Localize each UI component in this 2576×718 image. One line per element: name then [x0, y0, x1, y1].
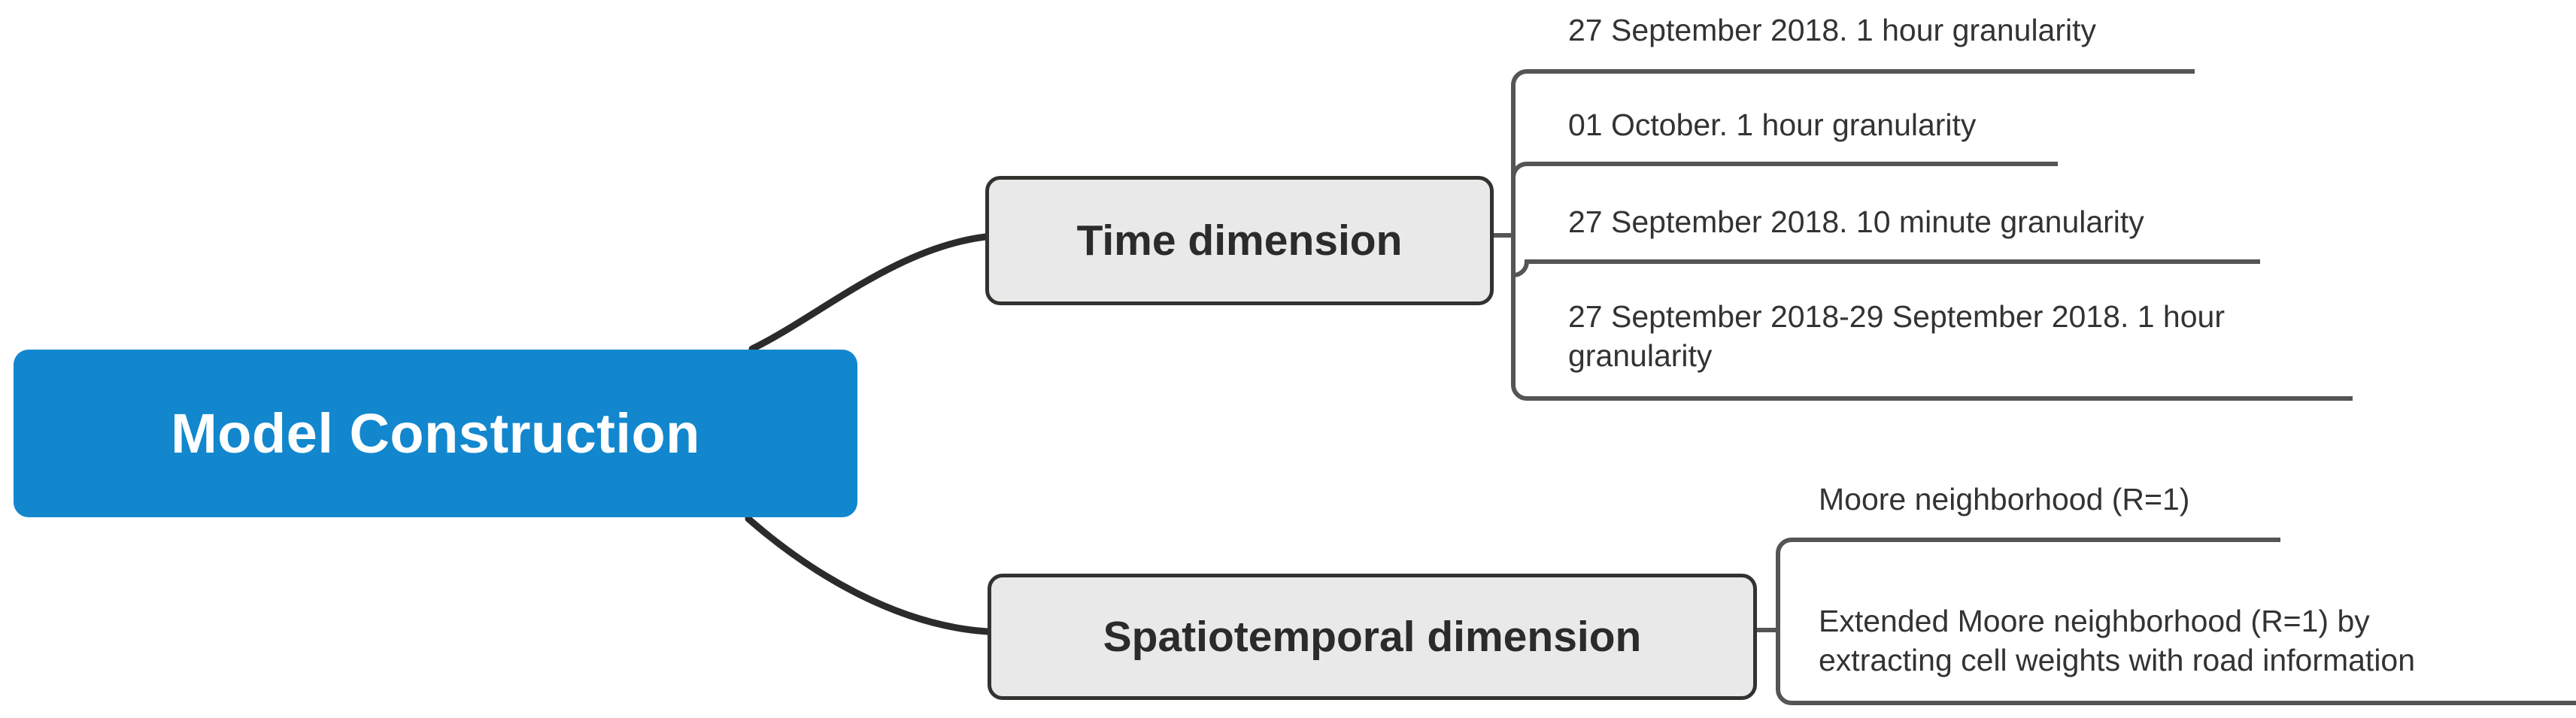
connector-root-to-spatiotemporal: [745, 515, 991, 635]
branch-node-label-time-dimension: Time dimension: [1076, 217, 1403, 265]
leaf-underline-spatiotemporal-1: [1776, 538, 2280, 554]
root-node-model-construction[interactable]: Model Construction: [14, 350, 857, 517]
leaf-underline-time-1: [1511, 69, 2195, 86]
leaf-underline-time-2: [1511, 162, 2058, 178]
leaf-label-spatiotemporal-2[interactable]: Extended Moore neighborhood (R=1) by ext…: [1819, 604, 2416, 677]
branch-node-spatiotemporal-dimension[interactable]: Spatiotemporal dimension: [988, 574, 1757, 700]
root-node-label: Model Construction: [171, 402, 700, 465]
leaf-underline-time-3: [1513, 259, 2260, 277]
leaf-underline-time-4: [1511, 384, 2353, 401]
leaf-label-spatiotemporal-1[interactable]: Moore neighborhood (R=1): [1819, 482, 2190, 517]
leaf-label-time-4[interactable]: 27 September 2018-29 September 2018. 1 h…: [1568, 299, 2225, 373]
leaf-label-time-1[interactable]: 27 September 2018. 1 hour granularity: [1568, 13, 2097, 47]
branch-node-label-spatiotemporal-dimension: Spatiotemporal dimension: [1103, 613, 1642, 661]
leaf-label-time-3[interactable]: 27 September 2018. 10 minute granularity: [1568, 204, 2144, 239]
connector-root-to-time: [748, 233, 989, 353]
leaf-label-time-2[interactable]: 01 October. 1 hour granularity: [1568, 108, 1977, 142]
leaf-underline-spatiotemporal-2: [1776, 689, 2576, 705]
branch-node-time-dimension[interactable]: Time dimension: [985, 176, 1494, 305]
